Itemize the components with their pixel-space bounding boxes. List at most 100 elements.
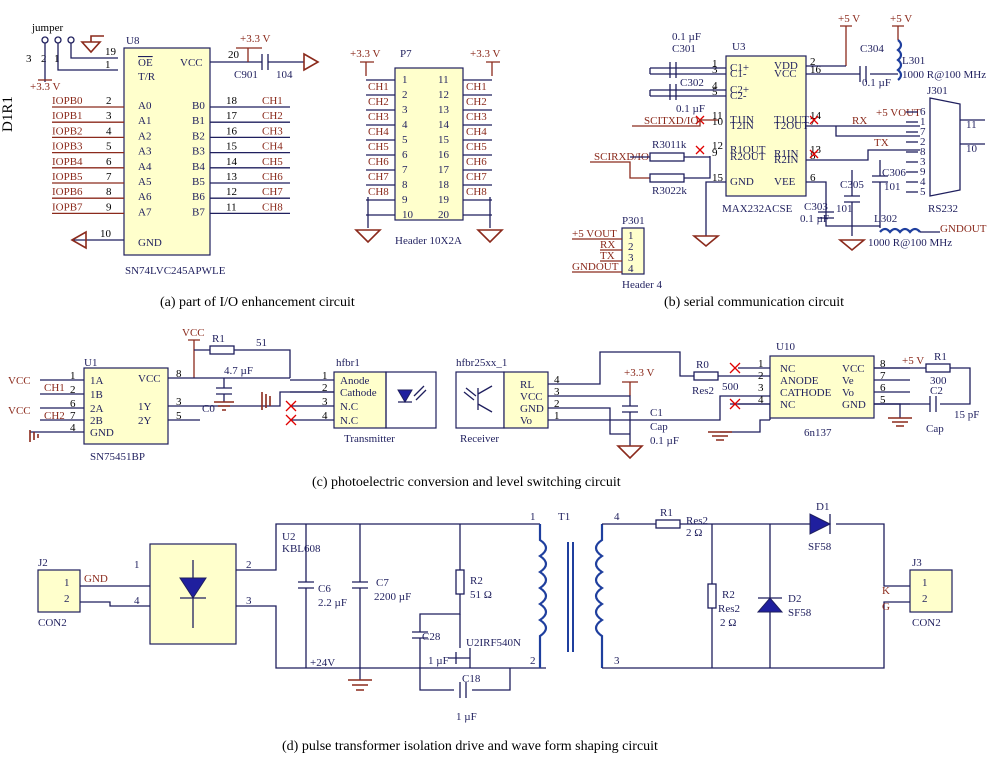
input-label: IOPB2 <box>52 125 83 137</box>
pin-number: 14 <box>226 156 238 168</box>
svg-text:J3: J3 <box>912 557 922 569</box>
jumper-pin-2: 2 <box>41 53 47 65</box>
pin-number: 11 <box>438 74 449 86</box>
pin-name: A5 <box>138 176 152 188</box>
svg-text:U3: U3 <box>732 41 746 53</box>
pin-name: A3 <box>138 146 152 158</box>
no-connect-mark <box>285 414 297 426</box>
svg-text:C302: C302 <box>680 77 704 89</box>
svg-text:4.7 µF: 4.7 µF <box>224 365 253 377</box>
svg-text:R1: R1 <box>934 351 947 363</box>
pin-number: 16 <box>810 64 822 76</box>
svg-text:R3022k: R3022k <box>652 185 687 197</box>
pin-number: 16 <box>438 149 450 161</box>
svg-text:GNDOUT: GNDOUT <box>940 223 987 235</box>
svg-text:CON2: CON2 <box>912 617 941 629</box>
svg-text:104: 104 <box>276 69 293 81</box>
pin-name: C2- <box>730 90 747 102</box>
pin-number: 10 <box>402 209 414 221</box>
svg-text:2 Ω: 2 Ω <box>720 617 736 629</box>
svg-text:U2: U2 <box>282 531 295 543</box>
pin-number: 1 <box>758 358 764 370</box>
pin-number: 8 <box>920 146 926 158</box>
no-connect-mark <box>809 115 819 125</box>
svg-text:R2: R2 <box>722 589 735 601</box>
pin-name: T2IN <box>730 120 754 132</box>
pin-name: CATHODE <box>780 387 832 399</box>
svg-text:2: 2 <box>246 559 252 571</box>
pin-number: 3 <box>402 104 408 116</box>
pin-name: B2 <box>192 130 205 142</box>
pin-name: C1- <box>730 68 747 80</box>
pin-number: 12 <box>712 140 723 152</box>
svg-text:C301: C301 <box>672 43 696 55</box>
pin-name: C2+ <box>730 84 749 96</box>
pin-number: 1 <box>70 370 76 382</box>
header-right-label: CH2 <box>466 96 487 108</box>
no-connect-mark <box>729 398 741 410</box>
pin-name: VCC <box>138 373 161 385</box>
svg-text:L301: L301 <box>902 55 925 67</box>
svg-text:Res2: Res2 <box>718 603 740 615</box>
panel-b-serial-communication: U3 MAX232ACSE C1+1C1-3C2+4C2-5T1IN11T2IN… <box>572 13 987 291</box>
pin-number: 2 <box>106 95 112 107</box>
header-right-label: CH4 <box>466 126 487 138</box>
input-label: IOPB6 <box>52 186 83 198</box>
pin-name: GND <box>730 176 754 188</box>
pin-number: 4 <box>712 80 718 92</box>
pin-number: 4 <box>402 119 408 131</box>
header-label: RX <box>600 239 615 251</box>
panel-a-io-enhancement: jumper 3 2 1 +3.3 V 19 1 U8 SN74LVC245AP… <box>26 22 504 277</box>
svg-text:+5 V: +5 V <box>838 13 860 25</box>
svg-text:0.1 µF: 0.1 µF <box>800 213 829 225</box>
svg-text:R2: R2 <box>470 575 483 587</box>
pin-number: 11 <box>226 201 237 213</box>
pin-number: 17 <box>438 164 450 176</box>
pin-number: 6 <box>810 172 816 184</box>
svg-text:1: 1 <box>530 511 536 523</box>
pin-name: Vo <box>520 415 533 427</box>
pin-name: Cathode <box>340 387 377 399</box>
svg-text:300: 300 <box>930 375 947 387</box>
pin-number: 9 <box>402 194 408 206</box>
pin-number: 7 <box>70 410 76 422</box>
svg-text:10: 10 <box>100 228 112 240</box>
pin-name: 1Y <box>138 401 152 413</box>
svg-text:1 µF: 1 µF <box>428 655 449 667</box>
svg-text:C901: C901 <box>234 69 258 81</box>
pin-number: 18 <box>438 179 450 191</box>
pin-number: 2 <box>554 398 560 410</box>
pin-name: T1OUT <box>774 114 809 126</box>
pin-number: 1 <box>712 58 718 70</box>
header-p7 <box>394 67 464 221</box>
pin-number: 14 <box>438 119 450 131</box>
pin-number: 4 <box>758 394 764 406</box>
pin-name: B0 <box>192 100 205 112</box>
pin-name: B5 <box>192 176 205 188</box>
pin-number: 1 <box>920 116 926 128</box>
svg-text:+3.3 V: +3.3 V <box>350 48 381 60</box>
svg-text:GND: GND <box>138 237 162 249</box>
pin-name: Anode <box>340 375 369 387</box>
pin-number: 5 <box>712 86 718 98</box>
pin-number: 2 <box>70 384 76 396</box>
ic-u8 <box>123 47 211 256</box>
svg-text:RX: RX <box>852 115 867 127</box>
pin-number: 6 <box>402 149 408 161</box>
header-right-label: CH8 <box>466 186 487 198</box>
pin-name: VDD <box>774 60 798 72</box>
svg-text:VCC: VCC <box>182 327 205 339</box>
pin-name: T2OUT <box>774 120 809 132</box>
pin-name: 1B <box>90 389 103 401</box>
svg-text:hfbr1: hfbr1 <box>336 357 360 369</box>
svg-text:0.1 µF: 0.1 µF <box>862 77 891 89</box>
input-label: IOPB3 <box>52 141 83 153</box>
svg-text:C1: C1 <box>650 407 663 419</box>
connector-j3 <box>909 569 953 613</box>
pin-name: B6 <box>192 191 205 203</box>
receiver-hfbr25 <box>503 371 549 429</box>
header-right-label: CH1 <box>466 81 487 93</box>
no-connect-mark <box>285 400 297 412</box>
